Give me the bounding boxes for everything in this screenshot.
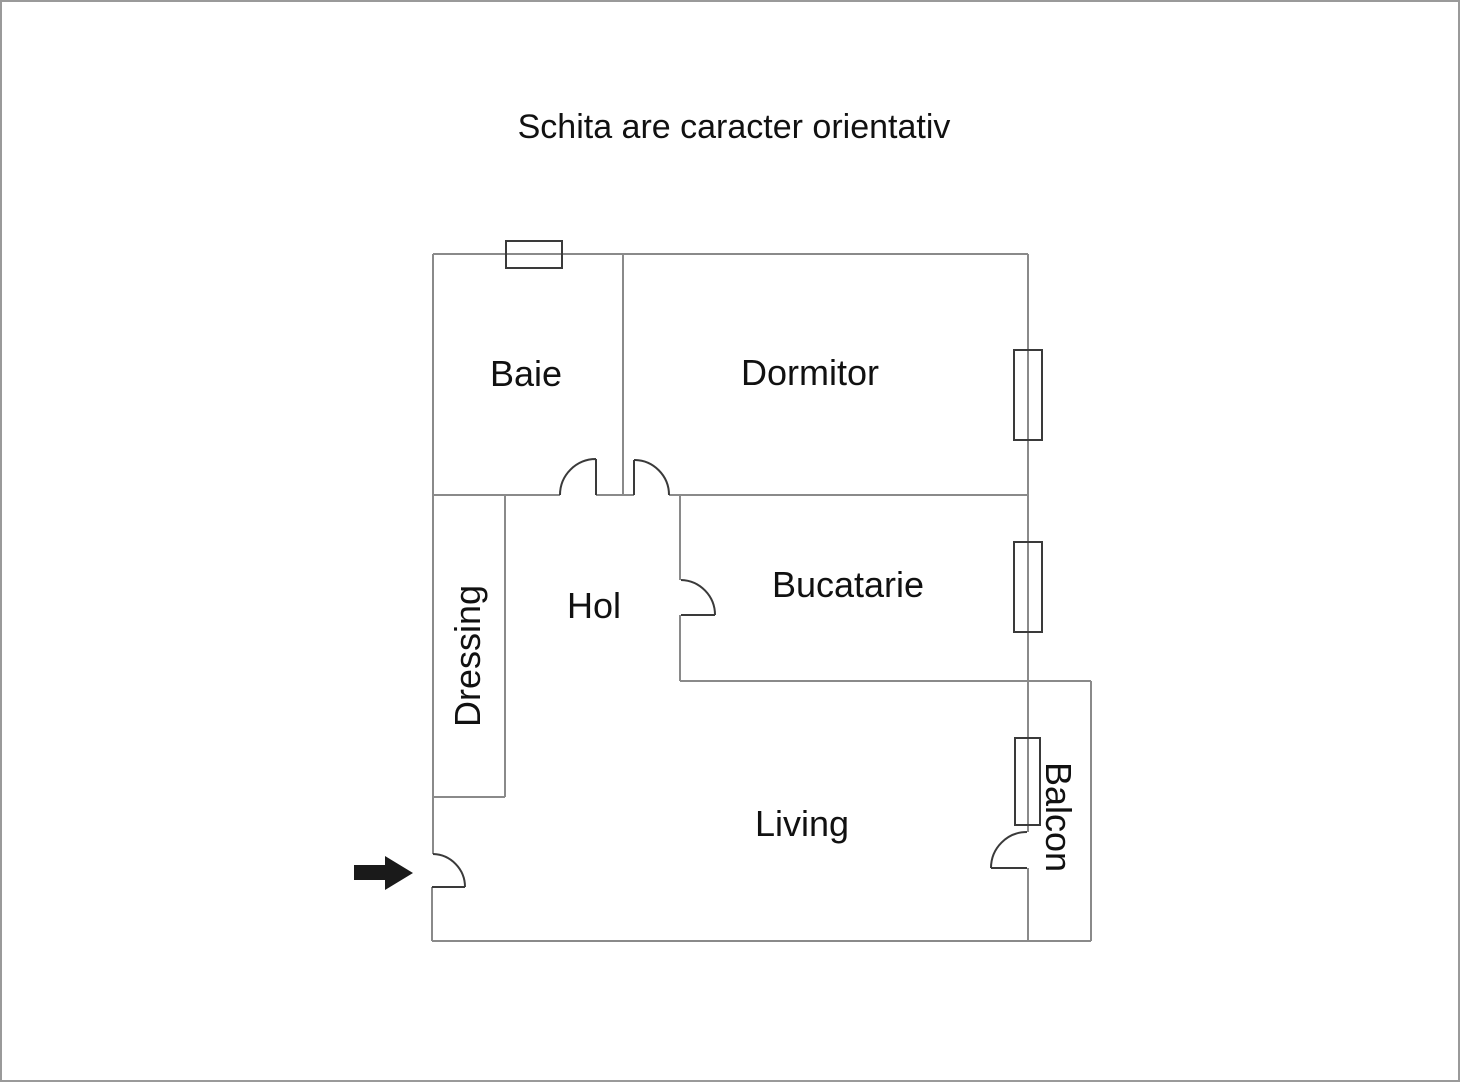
room-label-bucatarie: Bucatarie [771, 564, 925, 605]
doors [432, 458, 1028, 888]
baie-door-icon [559, 458, 597, 496]
plan-title: Schita are caracter orientativ [517, 108, 951, 146]
entrance-arrow-icon [354, 856, 413, 890]
room-label-living: Living [754, 803, 850, 844]
dormitor-door-icon [633, 459, 670, 496]
balcony-door-icon [990, 831, 1028, 869]
wall-dressing [433, 495, 506, 798]
room-label-hol: Hol [566, 585, 622, 626]
entrance-door-icon [432, 853, 466, 888]
bucatarie-door-icon [680, 579, 716, 616]
room-label-dressing: Dressing [447, 584, 488, 728]
balcony-window-icon [1014, 737, 1041, 826]
room-label-balcon: Balcon [1038, 761, 1079, 873]
windows [505, 240, 1043, 826]
baie-window-icon [505, 240, 563, 269]
bucatarie-window-icon [1013, 541, 1043, 633]
room-label-dormitor: Dormitor [740, 352, 880, 393]
room-label-baie: Baie [489, 353, 563, 394]
dormitor-window-icon [1013, 349, 1043, 441]
